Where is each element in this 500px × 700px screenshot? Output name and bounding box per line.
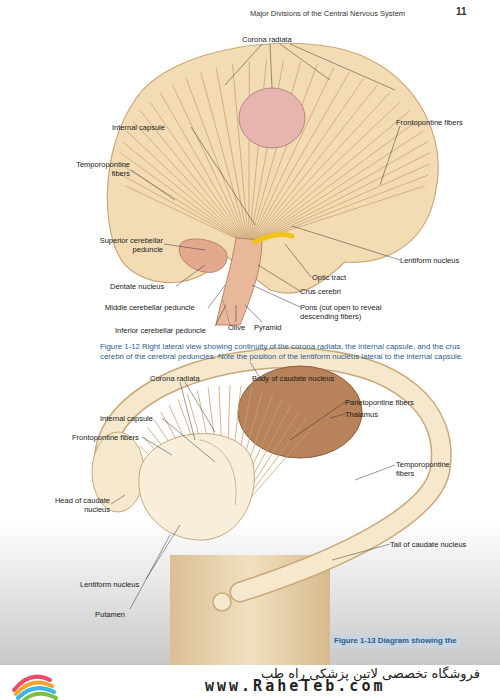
page-number: 11 bbox=[456, 7, 467, 16]
fiber-line bbox=[248, 61, 249, 240]
logo bbox=[14, 677, 56, 700]
fiber-line bbox=[216, 67, 247, 240]
part-label: Pyramid bbox=[254, 323, 282, 332]
caudate-tail bbox=[213, 593, 231, 611]
part-label: Putamen bbox=[95, 610, 125, 619]
part-label: Frontopontine fibers bbox=[396, 118, 463, 127]
part-label: Middle cerebellar peduncle bbox=[105, 303, 195, 312]
part-label: Internal capsule bbox=[112, 123, 165, 132]
fiber-line bbox=[149, 101, 244, 240]
fiber-fan bbox=[120, 60, 430, 240]
fiber-line bbox=[259, 175, 428, 240]
fiber-line bbox=[133, 121, 244, 240]
part-label: Optic tract bbox=[312, 273, 346, 282]
running-header: Major Divisions of the Central Nervous S… bbox=[250, 9, 405, 18]
part-label: Parietopontine fibers bbox=[345, 398, 414, 407]
figure-caption: Figure 1-13 Diagram showing the bbox=[330, 634, 461, 648]
footer-band bbox=[0, 665, 500, 700]
fiber-line bbox=[186, 78, 246, 240]
cerebellar-peduncle bbox=[179, 239, 227, 272]
part-label: Frontopontine fibers bbox=[72, 433, 139, 442]
watermark-url: www.RaheTeb.com bbox=[205, 682, 385, 691]
fiber-line bbox=[257, 142, 427, 240]
part-label: Corona radiata bbox=[150, 374, 200, 383]
fiber-line bbox=[260, 186, 425, 240]
fiber-line bbox=[258, 153, 430, 240]
part-label: Thalamus bbox=[345, 410, 378, 419]
part-label: Inferior cerebellar peduncle bbox=[115, 326, 206, 335]
figure-caption: Figure 1-12 Right lateral view showing c… bbox=[100, 342, 478, 362]
brainstem-groove bbox=[223, 300, 230, 325]
part-label: Superior cerebellar peduncle bbox=[86, 236, 163, 254]
fiber-line bbox=[160, 93, 245, 240]
part-label: Head of caudate nucleus bbox=[48, 496, 110, 514]
part-label: Crus cerebri bbox=[300, 287, 341, 296]
optic-tract bbox=[255, 234, 292, 242]
fiber-line bbox=[173, 85, 246, 240]
lentiform-nucleus bbox=[139, 434, 255, 540]
fiber-line bbox=[257, 131, 424, 240]
fiber-line bbox=[120, 153, 241, 240]
part-label: Pons (cut open to reveal descending fibe… bbox=[300, 303, 400, 321]
part-label: Temporopontine fibers bbox=[66, 160, 130, 178]
header-rule bbox=[20, 20, 480, 21]
part-label: Dentate nucleus bbox=[110, 282, 164, 291]
leader-lines bbox=[131, 44, 400, 326]
lentiform-division bbox=[200, 440, 236, 505]
fiber-line bbox=[127, 131, 243, 240]
caudate-nucleus bbox=[104, 358, 441, 592]
part-label: Lentiform nucleus bbox=[400, 256, 459, 265]
fiber-line bbox=[233, 64, 249, 240]
watermark-text: فروشگاه تخصصی لاتین پزشکی راه طب bbox=[230, 666, 480, 682]
brainstem bbox=[216, 238, 262, 325]
part-label: Lentiform nucleus bbox=[80, 580, 139, 589]
part-label: Body of caudate nucleus bbox=[252, 374, 334, 383]
part-label: Temporopontine fibers bbox=[396, 460, 458, 478]
cerebral-hemisphere bbox=[107, 43, 438, 293]
part-label: Internal capsule bbox=[100, 414, 153, 423]
part-label: Tail of caudate nucleus bbox=[390, 540, 466, 549]
fiber-line bbox=[201, 72, 247, 240]
fiber-line bbox=[258, 164, 429, 240]
part-label: Corona radiata bbox=[242, 35, 292, 44]
part-label: Olive bbox=[228, 323, 245, 332]
caudate-outline bbox=[104, 358, 441, 592]
nucleus-oval bbox=[239, 88, 305, 148]
